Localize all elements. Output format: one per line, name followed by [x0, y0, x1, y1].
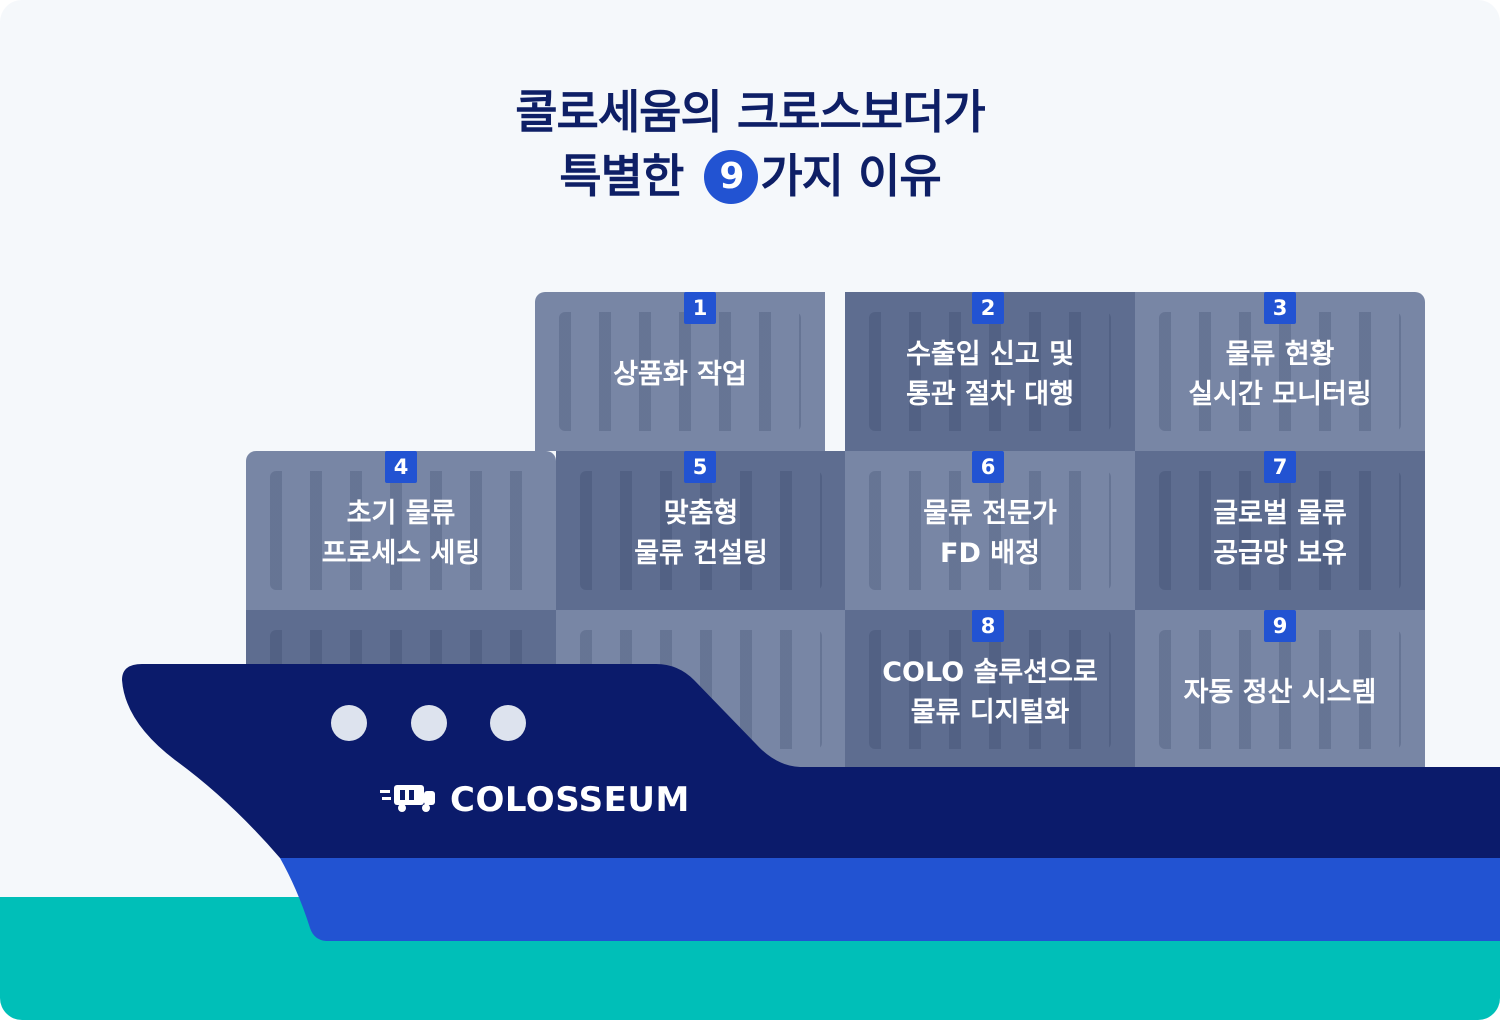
porthole: [411, 705, 447, 741]
reason-6-number: 6: [972, 451, 1004, 483]
porthole: [490, 705, 526, 741]
reason-1-label: 상품화 작업: [613, 358, 747, 390]
container-ribs: [869, 312, 1111, 431]
container-ribs: [1159, 630, 1401, 749]
reason-1-number: 1: [684, 292, 716, 324]
reason-3-label: 물류 현황 실시간 모니터링: [1188, 338, 1372, 410]
container-7: 글로벌 물류 공급망 보유: [1135, 451, 1425, 610]
container-ribs: [869, 630, 1111, 749]
container-ribs: [270, 471, 532, 590]
truck-icon: [380, 782, 438, 818]
title-number-badge: 9: [704, 150, 759, 204]
reason-3-number: 3: [1264, 292, 1296, 324]
container-ribs: [580, 471, 822, 590]
brand-logo: COLOSSEUM: [380, 778, 690, 822]
container-3: 물류 현황 실시간 모니터링: [1135, 292, 1425, 451]
reason-9-number: 9: [1264, 610, 1296, 642]
container-2: 수출입 신고 및 통관 절차 대행: [845, 292, 1135, 451]
container-1: 상품화 작업: [535, 292, 825, 451]
reason-6-label: 물류 전문가 FD 배정: [923, 497, 1057, 569]
hull-blue-stripe: [280, 858, 1500, 941]
title-line-1: 콜로세움의 크로스보더가: [515, 85, 986, 139]
container-ribs: [869, 471, 1111, 590]
hull-dark-section: [122, 664, 1500, 858]
title-line-2-prefix: 특별한: [559, 149, 684, 203]
reason-4-number: 4: [385, 451, 417, 483]
reason-8-number: 8: [972, 610, 1004, 642]
brand-name: COLOSSEUM: [450, 780, 690, 820]
reason-5-number: 5: [684, 451, 716, 483]
reason-2-number: 2: [972, 292, 1004, 324]
reason-4-label: 초기 물류 프로세스 세팅: [321, 497, 481, 569]
reason-5-label: 맞춤형 물류 컨설팅: [634, 497, 768, 569]
container-9: 자동 정산 시스템: [1135, 610, 1425, 769]
reason-7-number: 7: [1264, 451, 1296, 483]
container-5: 맞춤형 물류 컨설팅: [556, 451, 846, 610]
title-line-2-suffix: 가지 이유: [760, 149, 941, 203]
reason-8-label: COLO 솔루션으로 물류 디지털화: [882, 656, 1098, 728]
container-ribs: [1159, 471, 1401, 590]
reason-2-label: 수출입 신고 및 통관 절차 대행: [906, 338, 1074, 410]
container-ribs: [1159, 312, 1401, 431]
container-ribs: [559, 312, 801, 431]
reason-7-label: 글로벌 물류 공급망 보유: [1213, 497, 1347, 569]
reason-9-label: 자동 정산 시스템: [1183, 676, 1377, 708]
porthole: [331, 705, 367, 741]
